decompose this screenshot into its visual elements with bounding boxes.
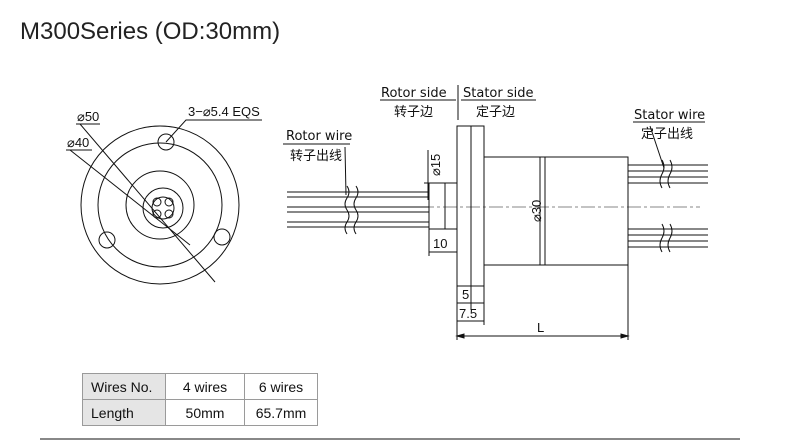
mounting-hole [213,228,231,246]
dim-label-holes: 3−⌀5.4 EQS [188,104,260,119]
side-view [283,85,708,340]
table-cell: 4 wires [165,373,245,400]
rotor-wire-label: Rotor wire [286,129,352,144]
wire-break-mark [344,185,350,235]
leader-holes [165,119,262,143]
leader-dia50 [79,123,216,283]
dim-label-10: 10 [433,236,447,251]
stator-wire-label: Stator wire [634,108,705,123]
table-cell: 6 wires [244,373,318,400]
rotor-wire-leader [344,146,347,196]
stator-body [483,156,629,266]
wire-break-mark [659,223,665,253]
dim-label-5: 5 [462,287,469,302]
outer-flange-circle [80,125,240,285]
body-circle [125,170,195,240]
rotor-side-cn-label: 转子边 [394,105,433,120]
page-title: M300Series (OD:30mm) [20,18,281,45]
pcd-circle [97,142,223,268]
mounting-hole [157,133,175,151]
stator-wire-cn-label: 定子出线 [641,127,693,142]
table-row: Wires No. 4 wires 6 wires [82,373,318,400]
table-row: Length 50mm 65.7mm [82,399,318,426]
dim-label-dia40: ⌀40 [67,135,89,150]
dim-arrow [455,333,465,339]
row-header: Length [82,399,166,426]
dim-arrow [620,333,630,339]
wire-hole [152,209,162,219]
spec-table: Wires No. 4 wires 6 wires Length 50mm 65… [82,373,318,426]
wire-break-mark [667,159,673,189]
hub-circle [142,187,184,229]
row-header: Wires No. [82,373,166,400]
dim-label-L: L [537,320,544,335]
wire-break-mark [659,159,665,189]
wire-hole [164,209,174,219]
dim-label-7-5: 7.5 [459,306,477,321]
table-cell: 50mm [165,399,245,426]
rotor-shaft [428,182,458,230]
stator-side-label: Stator side [463,86,533,101]
dim-label-dia15: ⌀15 [428,154,443,176]
wire-hole [152,197,162,207]
rotor-side-label: Rotor side [381,86,447,101]
bottom-divider [40,438,740,440]
stator-side-cn-label: 定子边 [476,105,515,120]
table-cell: 65.7mm [244,399,318,426]
leader-dia40 [69,149,191,246]
mounting-hole [98,231,116,249]
rotor-wire-cn-label: 转子出线 [290,149,342,164]
dim-label-dia50: ⌀50 [77,109,99,124]
wire-break-mark [667,223,673,253]
wire-hole [164,197,174,207]
inner-hub-circle [151,196,175,220]
stator-wire-leader [649,125,665,169]
dim-label-dia30: ⌀30 [529,200,544,222]
front-view [66,119,262,285]
wire-break-mark [353,185,359,235]
